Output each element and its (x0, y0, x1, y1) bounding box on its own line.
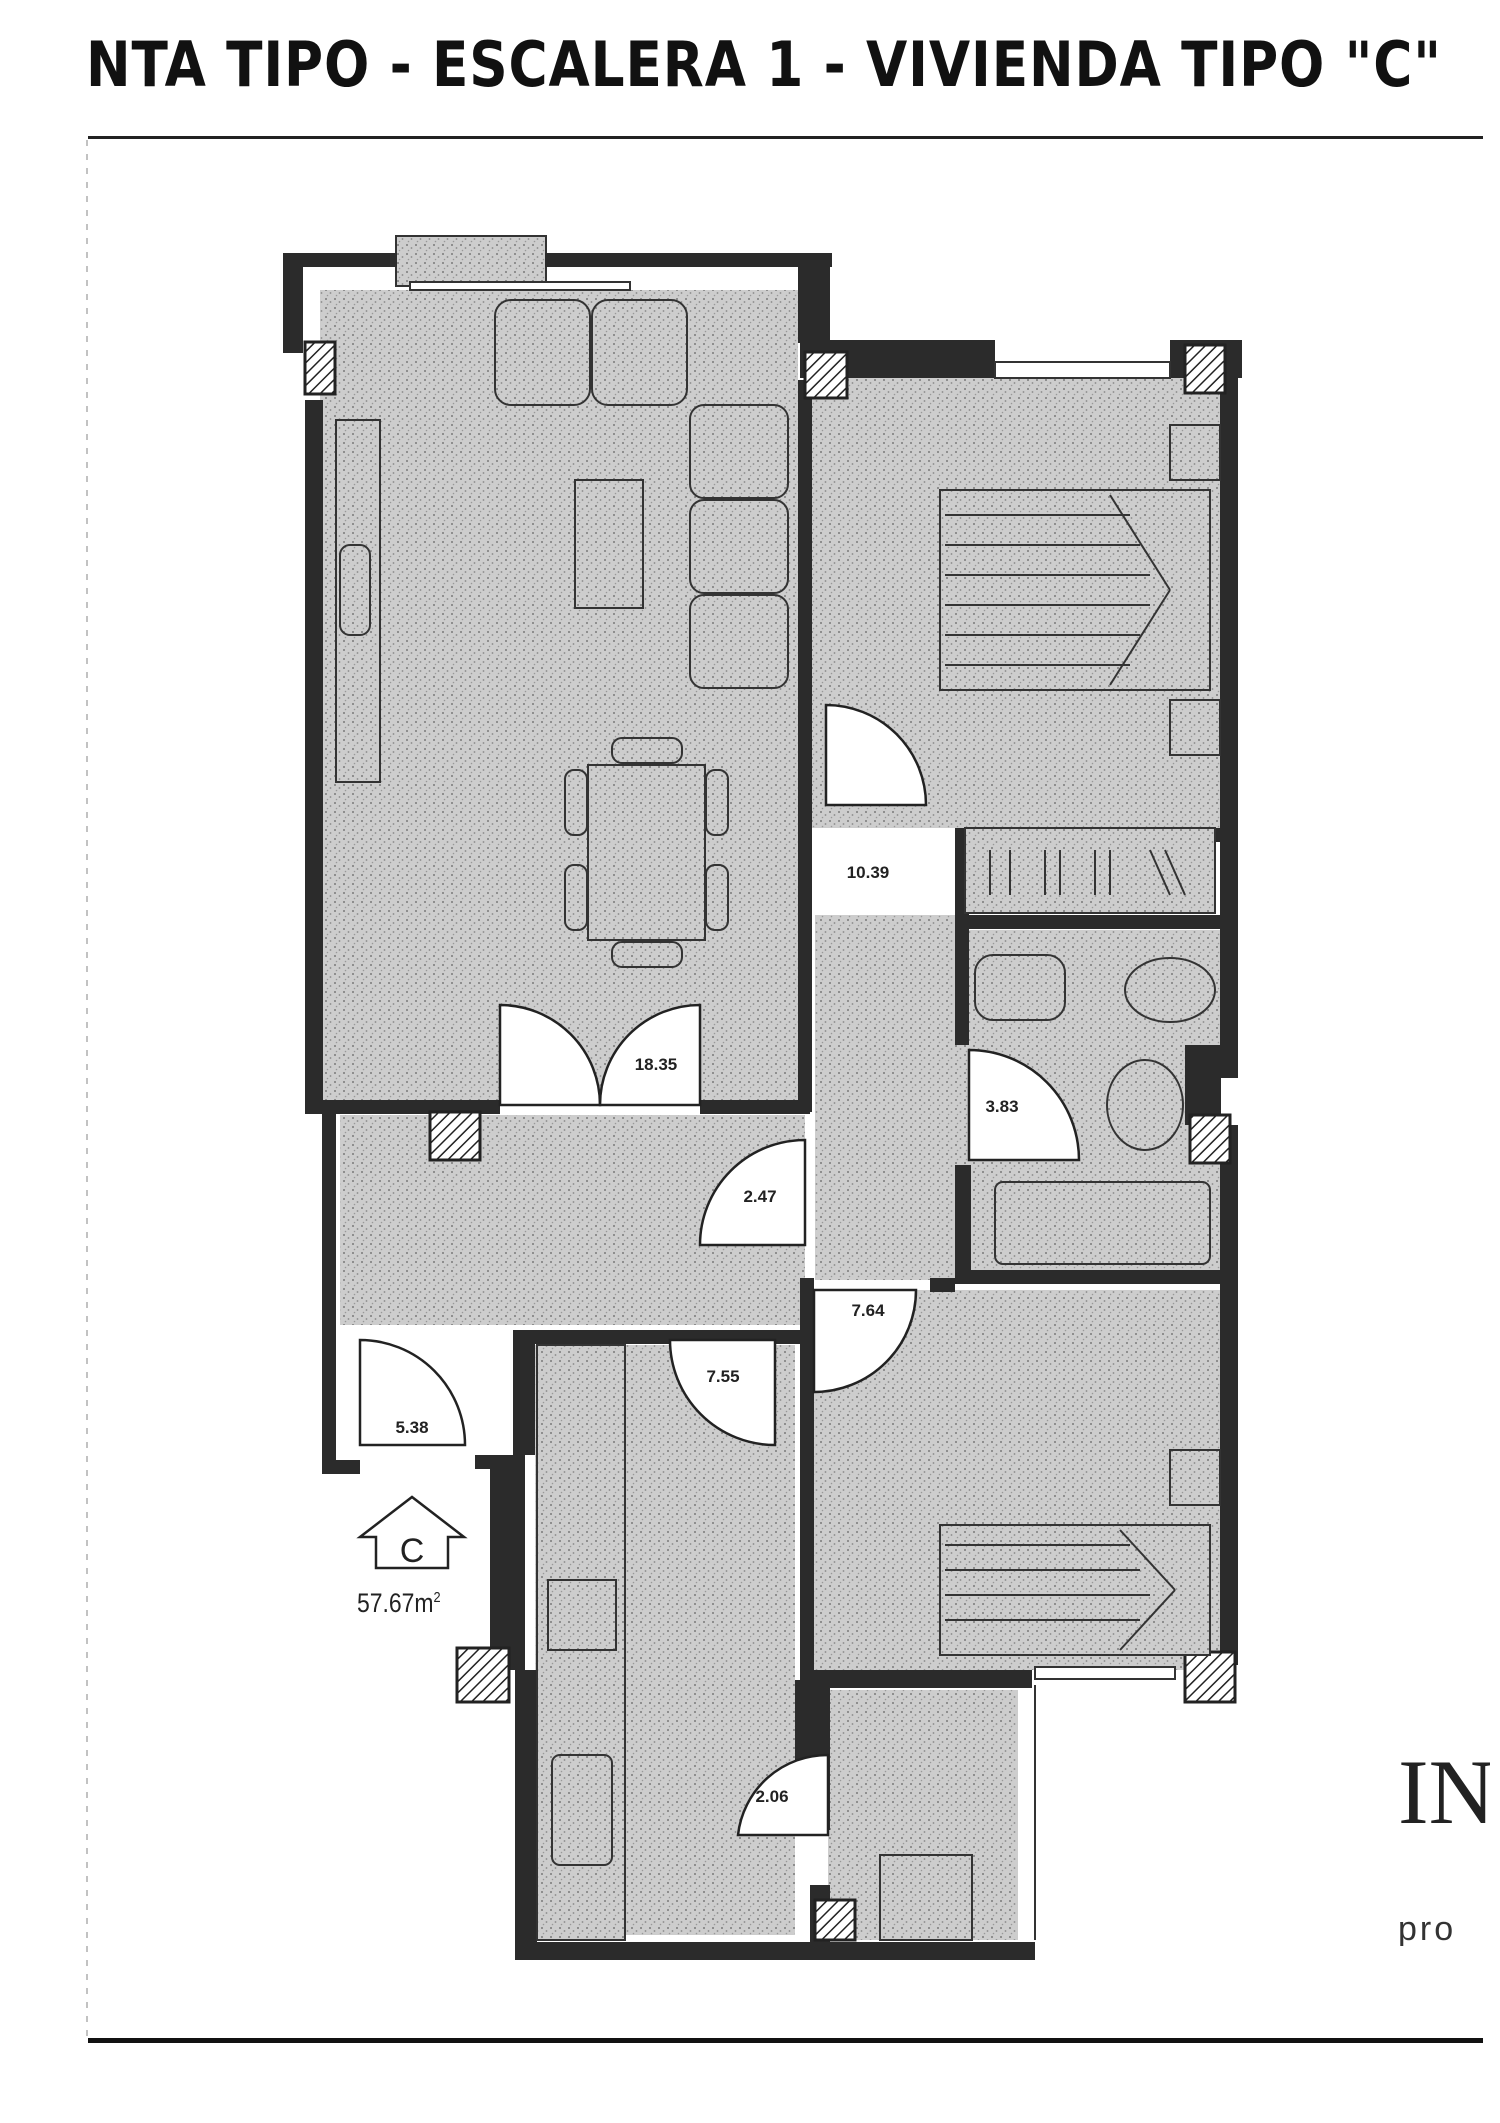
nightstand (1169, 424, 1221, 481)
wall (322, 1112, 336, 1472)
wall (700, 1100, 810, 1114)
wall (955, 920, 969, 1045)
total-area-unit: 2 (433, 1589, 441, 1606)
wall (513, 1330, 535, 1455)
nightstand (1169, 699, 1221, 756)
wall (955, 915, 1238, 929)
room-area-labels: 10.39 18.35 3.83 2.47 7.64 7.55 5.38 2.0… (395, 863, 1018, 1806)
wall (800, 1278, 814, 1698)
wall (322, 1460, 360, 1474)
door-main-bedroom (824, 703, 928, 807)
wall (1220, 1125, 1238, 1285)
nightstand (1169, 1449, 1221, 1506)
door-second-bedroom (812, 1288, 918, 1394)
sofa-seat (689, 404, 789, 499)
wall (1220, 378, 1238, 1078)
dining-chair (705, 864, 729, 931)
toilet (974, 954, 1066, 1021)
door-kitchen (668, 1338, 777, 1447)
dining-chair (611, 737, 683, 764)
bed-stripes (945, 494, 1186, 1651)
room-label: 3.83 (985, 1097, 1018, 1116)
wall (545, 253, 832, 267)
dining-table (587, 764, 706, 941)
wall (515, 1942, 1035, 1960)
scan-edge-marks (86, 140, 88, 2040)
room-label: 2.06 (755, 1787, 788, 1806)
armchair (591, 299, 688, 406)
bathtub (994, 1181, 1211, 1265)
entry-arrow-icon: C (356, 1495, 468, 1570)
kitchen-sink (551, 1754, 613, 1866)
windows (409, 281, 1176, 1940)
brand-logo-text: IN (1398, 1746, 1490, 1838)
total-area-value: 57.67m (357, 1588, 434, 1618)
sofa-seat (689, 594, 789, 689)
room-label: 7.55 (706, 1367, 739, 1386)
corridor-floor (815, 915, 955, 1280)
tv-set (339, 544, 371, 636)
wall (800, 1670, 1032, 1688)
brand-subtitle: pro (1398, 1912, 1457, 1946)
room-label: 5.38 (395, 1418, 428, 1437)
wall (955, 1165, 971, 1275)
wall (283, 253, 397, 267)
furniture (335, 299, 1221, 1941)
room-label: 7.64 (851, 1301, 885, 1320)
room-label: 2.47 (743, 1187, 776, 1206)
room-label: 18.35 (635, 1055, 678, 1074)
bidet (1124, 957, 1216, 1023)
structural-columns (303, 340, 1237, 1942)
door-hall (698, 1138, 807, 1247)
door-living-right (598, 1003, 702, 1107)
page-title: NTA TIPO - ESCALERA 1 - VIVIENDA TIPO "C… (86, 28, 1442, 101)
cooktop (547, 1579, 617, 1651)
bottom-rule (88, 2038, 1483, 2043)
balcony-floor (395, 235, 547, 287)
sofa-seat (689, 499, 789, 594)
coffee-table (574, 479, 644, 609)
room-label: 10.39 (847, 863, 890, 882)
door-swings (358, 703, 1081, 1837)
wall (515, 1670, 537, 1960)
single-bed (939, 1524, 1211, 1656)
total-area-label: 57.67m2 (357, 1588, 441, 1619)
double-bed (939, 489, 1211, 691)
dining-chair (611, 941, 683, 968)
wall (490, 1455, 525, 1670)
wall (798, 380, 812, 1112)
washing-machine (879, 1854, 973, 1941)
door-bathroom (967, 1048, 1081, 1162)
wall (283, 253, 303, 353)
dining-chair (564, 769, 588, 836)
door-living-left (498, 1003, 602, 1107)
door-laundry (736, 1753, 830, 1837)
wall (798, 253, 830, 343)
washbasin (1106, 1059, 1184, 1151)
wall (955, 1270, 1238, 1284)
dining-chair (564, 864, 588, 931)
wall (1220, 1285, 1238, 1665)
wardrobe (964, 827, 1216, 914)
wall (305, 400, 323, 1105)
entry-letter: C (400, 1532, 425, 1570)
wall (1185, 1045, 1221, 1125)
wall (930, 1278, 955, 1292)
door-entrance (358, 1338, 467, 1447)
dining-chair (705, 769, 729, 836)
armchair (494, 299, 591, 406)
top-rule (88, 136, 1483, 139)
